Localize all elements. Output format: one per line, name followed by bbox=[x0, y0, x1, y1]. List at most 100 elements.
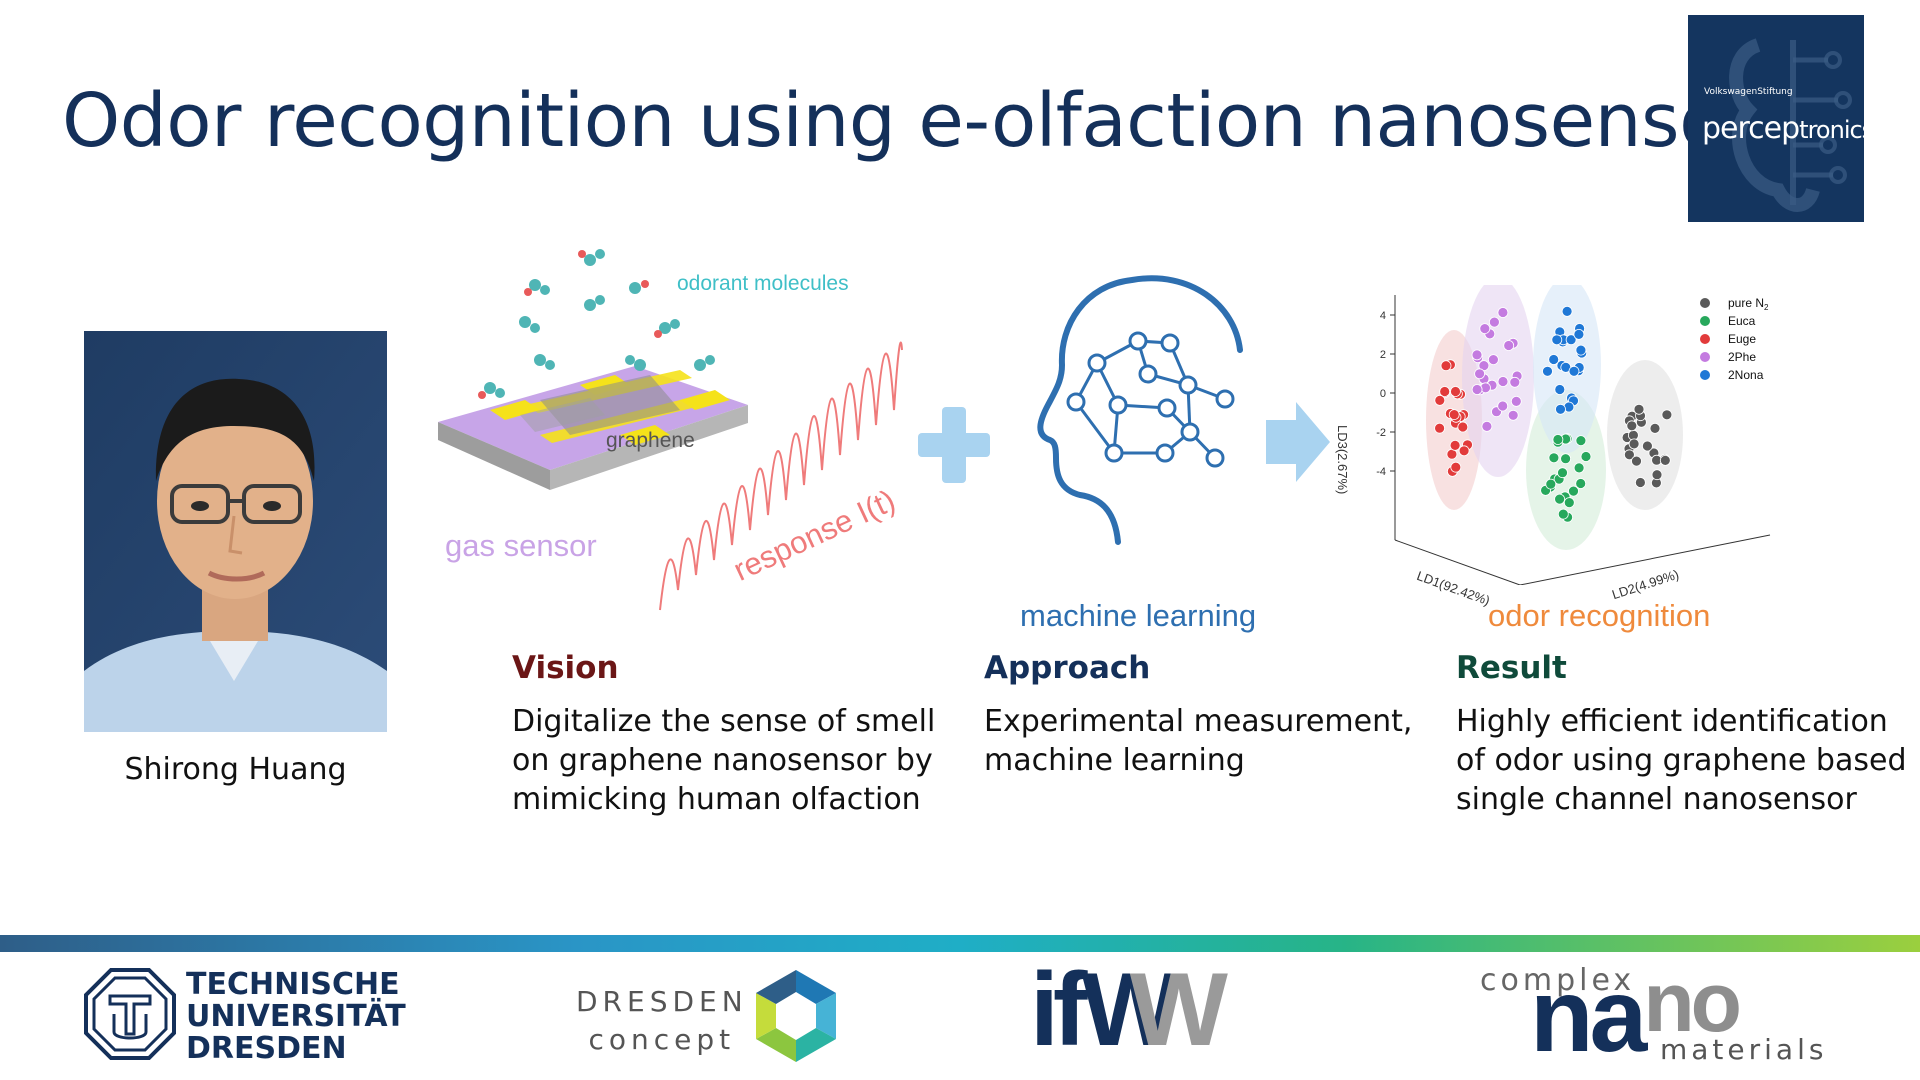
scatter-point bbox=[1554, 384, 1566, 395]
scatter-point bbox=[1497, 376, 1509, 387]
scatter-point bbox=[1628, 438, 1640, 450]
scatter-point bbox=[1649, 422, 1661, 434]
perceptronics-wordmark: perceptronics bbox=[1702, 111, 1864, 146]
scatter-point bbox=[1450, 461, 1462, 473]
scatter-point bbox=[1634, 477, 1646, 488]
scatter-point bbox=[1560, 453, 1572, 465]
legend-marker bbox=[1700, 334, 1710, 344]
footer-gradient-bar bbox=[0, 935, 1920, 952]
scatter-point bbox=[1561, 305, 1573, 317]
y-tick-label: 4 bbox=[1380, 310, 1386, 322]
scatter-point bbox=[1568, 365, 1580, 377]
slide-title: Odor recognition using e-olfaction nanos… bbox=[62, 78, 1754, 164]
scatter-point bbox=[1557, 467, 1568, 479]
scatter-point bbox=[1548, 354, 1560, 365]
scatter-point bbox=[1661, 409, 1673, 421]
machine-learning-label: machine learning bbox=[1020, 598, 1257, 633]
legend-marker bbox=[1700, 316, 1710, 326]
scatter-point bbox=[1563, 497, 1575, 509]
scatter-point bbox=[1565, 334, 1577, 346]
scatter-point bbox=[1479, 323, 1491, 334]
scatter-point bbox=[1568, 485, 1579, 497]
odor-recognition-label: odor recognition bbox=[1488, 598, 1711, 633]
vision-text: Digitalize the sense of smell on graphen… bbox=[512, 704, 936, 817]
scatter-point bbox=[1497, 307, 1509, 318]
scatter-point bbox=[1434, 422, 1445, 434]
scatter-point bbox=[1580, 451, 1592, 462]
scatter-point bbox=[1575, 435, 1587, 447]
scatter-point bbox=[1440, 360, 1452, 372]
scatter-point bbox=[1488, 316, 1500, 328]
scatter-point bbox=[1487, 354, 1499, 365]
gas-sensor-illustration bbox=[438, 249, 903, 611]
scatter-point bbox=[1659, 454, 1671, 466]
scatter-point bbox=[1449, 439, 1461, 451]
tud-wordmark: TECHNISCHE UNIVERSITÄT DRESDEN bbox=[186, 967, 406, 1066]
dresden-concept-wordmark: DRESDEN concept bbox=[576, 985, 748, 1056]
scatter-point bbox=[1641, 440, 1653, 452]
scatter-point bbox=[1573, 329, 1585, 340]
brain-circuit-icon bbox=[1729, 38, 1852, 212]
scatter-point bbox=[1510, 396, 1522, 407]
y-tick-label: 2 bbox=[1380, 349, 1386, 361]
x-axis bbox=[1394, 539, 1521, 585]
legend-label: Euca bbox=[1728, 314, 1756, 328]
legend-label: 2Phe bbox=[1728, 350, 1756, 364]
scatter-point bbox=[1448, 409, 1460, 421]
scatter-point bbox=[1503, 340, 1515, 351]
legend-marker bbox=[1700, 370, 1710, 380]
result-heading: Result bbox=[1456, 650, 1567, 686]
scatter-point bbox=[1497, 400, 1509, 412]
complex-nano-top-text: complex bbox=[1480, 963, 1636, 998]
foundation-label: VolkswagenStiftung bbox=[1704, 87, 1793, 97]
scatter-point bbox=[1623, 449, 1635, 461]
scatter-point bbox=[1551, 334, 1563, 346]
z-axis bbox=[1519, 534, 1771, 585]
dresden-concept-aperture-icon bbox=[756, 970, 836, 1062]
scatter-point bbox=[1507, 409, 1519, 421]
scatter-point bbox=[1471, 384, 1483, 395]
vision-heading: Vision bbox=[512, 650, 619, 686]
legend-label: Euge bbox=[1728, 332, 1756, 346]
approach-heading: Approach bbox=[984, 650, 1151, 686]
graphene-label: graphene bbox=[606, 429, 695, 452]
scatter-point bbox=[1509, 376, 1521, 388]
scatter-point bbox=[1555, 403, 1566, 415]
y-tick-label: -4 bbox=[1376, 466, 1386, 478]
scatter-point bbox=[1474, 368, 1485, 380]
scatter-point bbox=[1450, 386, 1461, 397]
person-name: Shirong Huang bbox=[124, 752, 347, 787]
scatter-point bbox=[1481, 420, 1493, 432]
scatter-point bbox=[1471, 349, 1483, 361]
scatter-point bbox=[1575, 478, 1587, 489]
scatter-point bbox=[1457, 421, 1469, 433]
scatter-point bbox=[1552, 434, 1564, 445]
vision-column: Vision Digitalize the sense of smell on … bbox=[512, 650, 935, 819]
scatter-point bbox=[1554, 493, 1566, 505]
ifw-logo: ifWW bbox=[1030, 952, 1228, 1068]
result-column: Result Highly efficient identification o… bbox=[1456, 650, 1906, 819]
legend-marker bbox=[1700, 352, 1710, 362]
approach-column: Approach Experimental measurement, machi… bbox=[984, 650, 1412, 780]
y-axis-label: LD3(2.67%) bbox=[1335, 425, 1350, 495]
approach-text: Experimental measurement, machine learni… bbox=[984, 704, 1413, 778]
arrow-right-icon bbox=[1266, 402, 1330, 482]
y-tick-label: 0 bbox=[1380, 388, 1386, 400]
scatter-point bbox=[1631, 455, 1642, 467]
scatter-point bbox=[1626, 420, 1638, 432]
plus-icon bbox=[918, 407, 990, 483]
scatter-point bbox=[1651, 469, 1663, 481]
y-tick-label: -2 bbox=[1376, 427, 1386, 439]
scatter-point bbox=[1542, 365, 1553, 377]
scatter-point bbox=[1633, 403, 1645, 415]
scatter-point bbox=[1458, 445, 1470, 457]
gas-sensor-label: gas sensor bbox=[445, 528, 597, 563]
legend-label: pure N2 bbox=[1728, 296, 1769, 312]
n2-cluster-ellipse bbox=[1607, 360, 1683, 510]
scatter-point bbox=[1573, 462, 1585, 474]
scatter-point bbox=[1557, 508, 1569, 520]
result-text: Highly efficient identification of odor … bbox=[1456, 704, 1907, 817]
perceptronics-logo: VolkswagenStiftung perceptronics bbox=[1688, 15, 1864, 222]
machine-learning-head-icon bbox=[1037, 275, 1243, 545]
